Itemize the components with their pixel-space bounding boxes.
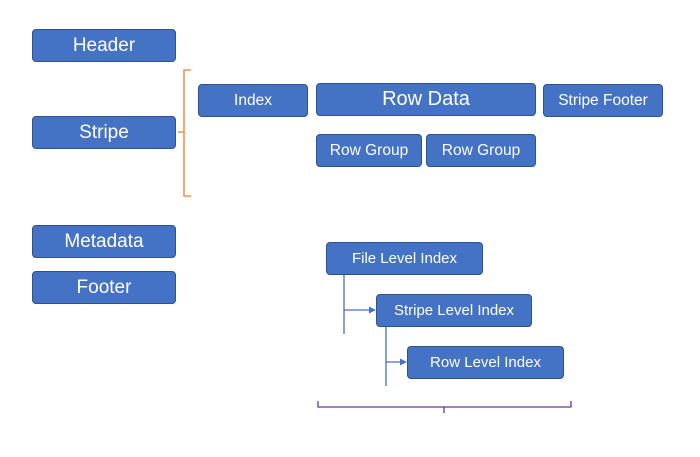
header-box: Header [32, 29, 176, 62]
metadata-box: Metadata [32, 225, 176, 258]
footer-box: Footer [32, 271, 176, 304]
row-group-box-2: Row Group [426, 134, 536, 167]
row-level-index-box: Row Level Index [407, 346, 564, 379]
row-group-box-1: Row Group [316, 134, 422, 167]
index-box: Index [198, 84, 308, 117]
file-to-stripe-connector [343, 275, 370, 334]
stripe-box: Stripe [32, 116, 176, 149]
file-to-stripe-arrowhead [369, 306, 376, 314]
file-level-index-box: File Level Index [326, 242, 483, 275]
bottom-bracket [317, 401, 572, 413]
row-data-box: Row Data [316, 83, 536, 116]
stripe-to-row-arrowhead [400, 358, 407, 366]
stripe-bracket [178, 69, 191, 197]
stripe-to-row-connector [385, 327, 401, 386]
stripe-level-index-box: Stripe Level Index [376, 294, 532, 327]
stripe-footer-box: Stripe Footer [543, 84, 663, 117]
